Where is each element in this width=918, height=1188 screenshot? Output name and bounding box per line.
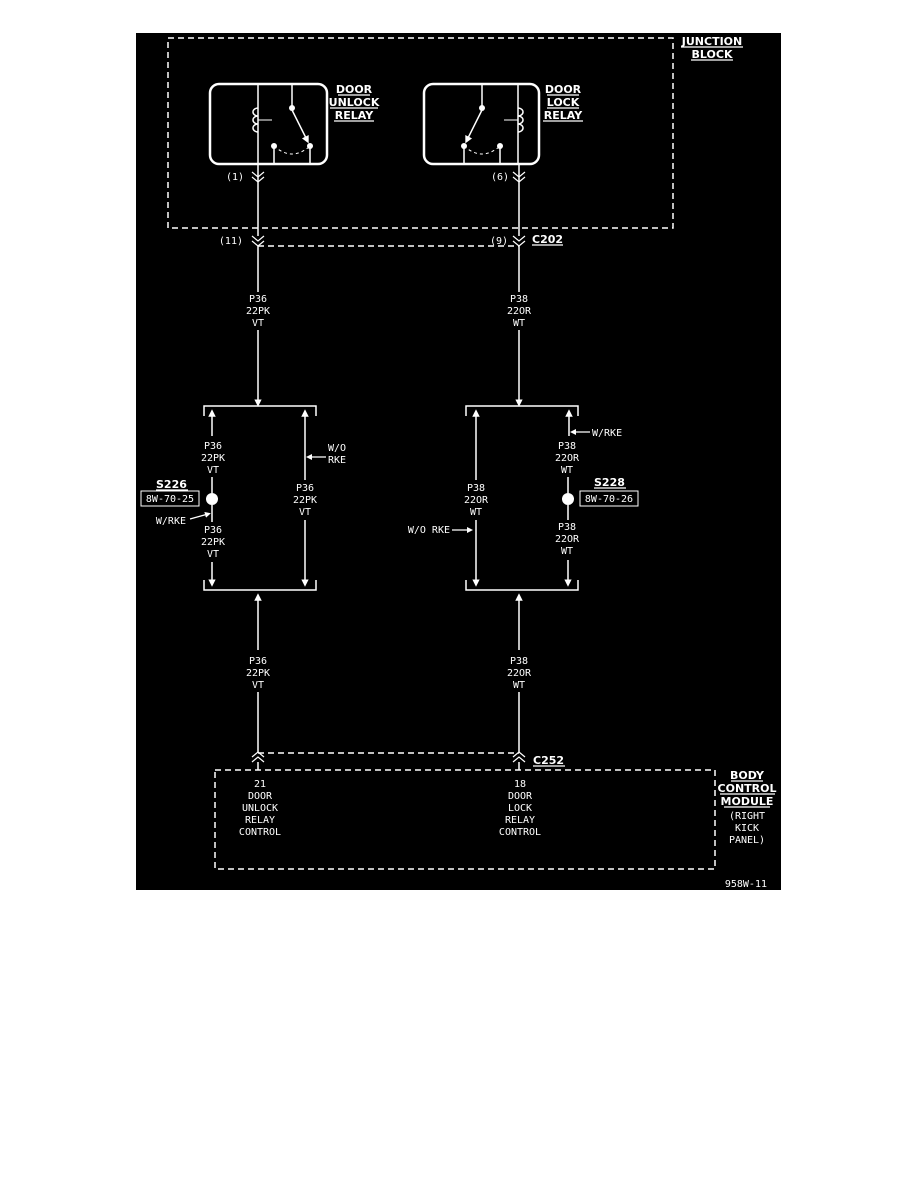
p36-upper-tracer: VT <box>252 318 264 329</box>
p36-upper-gauge: 22PK <box>246 306 270 317</box>
unlock-relay-title-1: DOOR <box>336 83 373 96</box>
c202-label: C202 <box>532 233 563 246</box>
s226-bottom-circuit: P36 <box>204 525 222 536</box>
s226-w-rke: W/RKE <box>156 516 186 527</box>
s226-label: S226 <box>156 478 187 491</box>
junction-block-title-2: BLOCK <box>692 48 733 61</box>
lock-relay-title-1: DOOR <box>545 83 582 96</box>
s228-wo-rke: W/O RKE <box>408 525 450 536</box>
bcm-title-2: CONTROL <box>718 782 777 795</box>
s228-label: S228 <box>594 476 625 489</box>
s228-ref: 8W-70-26 <box>585 494 633 505</box>
p36-lower-tracer: VT <box>252 680 264 691</box>
lock-relay-pin: (6) <box>491 172 509 183</box>
unlock-relay-title-3: RELAY <box>335 109 374 122</box>
s228-top-circuit: P38 <box>558 441 576 452</box>
s228-left-gauge: 22OR <box>464 495 489 506</box>
bcm-pin-21-l1: DOOR <box>248 791 273 802</box>
door-unlock-relay: DOOR UNLOCK RELAY <box>208 82 380 166</box>
bcm-pin-21: 21 <box>254 779 266 790</box>
p38-upper-circuit: P38 <box>510 294 528 305</box>
junction-block-title-1: JUNCTION <box>681 35 742 48</box>
bcm-pin-21-l3: RELAY <box>245 815 275 826</box>
p38-lower-tracer: WT <box>513 680 525 691</box>
s228-left-tracer: WT <box>470 507 482 518</box>
bcm-title-3: MODULE <box>721 795 774 808</box>
s228-bottom-gauge: 22OR <box>555 534 580 545</box>
door-lock-relay: DOOR LOCK RELAY <box>422 82 583 166</box>
bcm-pin-18-l2: LOCK <box>508 803 532 814</box>
s226-splice: P36 22PK VT S226 8W-70-25 W/RKE P36 22PK… <box>140 405 346 591</box>
lock-relay-title-2: LOCK <box>547 96 580 109</box>
s226-wo-rke-2: RKE <box>328 455 346 466</box>
unlock-relay-title-2: UNLOCK <box>329 96 380 109</box>
bcm-pin-18-l1: DOOR <box>508 791 533 802</box>
s226-right-circuit: P36 <box>296 483 314 494</box>
bcm-title-1: BODY <box>730 769 765 782</box>
s226-bottom-gauge: 22PK <box>201 537 225 548</box>
s228-bottom-circuit: P38 <box>558 522 576 533</box>
s226-bottom-tracer: VT <box>207 549 219 560</box>
s228-top-gauge: 22OR <box>555 453 580 464</box>
p38-lower-circuit: P38 <box>510 656 528 667</box>
body-control-module: 21 DOOR UNLOCK RELAY CONTROL 18 DOOR LOC… <box>214 769 777 870</box>
splice-dot-icon <box>206 493 218 505</box>
bcm-pin-18-l3: RELAY <box>505 815 535 826</box>
p38-upper-tracer: WT <box>513 318 525 329</box>
unlock-relay-pin: (1) <box>226 172 244 183</box>
c252-label: C252 <box>533 754 564 767</box>
splice-dot-icon <box>562 493 574 505</box>
c202-connector: (11) (9) C202 <box>219 233 563 247</box>
figure-id: 958W-11 <box>725 879 767 890</box>
bcm-pin-21-l2: UNLOCK <box>242 803 278 814</box>
s226-top-gauge: 22PK <box>201 453 225 464</box>
connector-chevron-icon <box>512 751 526 763</box>
s226-right-tracer: VT <box>299 507 311 518</box>
p38-upper-gauge: 22OR <box>507 306 532 317</box>
c252-connector: C252 <box>251 751 565 770</box>
c202-pin-left: (11) <box>219 236 243 247</box>
relay-coil-icon <box>252 107 259 133</box>
p36-upper-circuit: P36 <box>249 294 267 305</box>
s228-splice: P38 22OR WT W/O RKE W/RKE P38 22OR WT S2… <box>408 405 639 591</box>
s228-bottom-tracer: WT <box>561 546 573 557</box>
p38-lower-gauge: 22OR <box>507 668 532 679</box>
p36-lower-gauge: 22PK <box>246 668 270 679</box>
s226-right-gauge: 22PK <box>293 495 317 506</box>
s228-left-circuit: P38 <box>467 483 485 494</box>
s226-ref: 8W-70-25 <box>146 494 194 505</box>
relay-coil-icon <box>517 107 524 133</box>
junction-block: JUNCTION BLOCK <box>167 35 743 229</box>
bcm-pin-21-l4: CONTROL <box>239 827 281 838</box>
connector-chevron-icon <box>251 751 265 763</box>
s226-top-circuit: P36 <box>204 441 222 452</box>
bcm-location-1: (RIGHT <box>729 811 765 822</box>
s226-wo-rke-1: W/O <box>328 443 346 454</box>
s226-top-tracer: VT <box>207 465 219 476</box>
diagram-background <box>136 33 781 890</box>
s228-top-tracer: WT <box>561 465 573 476</box>
p36-lower-circuit: P36 <box>249 656 267 667</box>
c202-pin-right: (9) <box>490 236 508 247</box>
bcm-pin-18: 18 <box>514 779 526 790</box>
bcm-location-2: KICK <box>735 823 759 834</box>
s228-w-rke: W/RKE <box>592 428 622 439</box>
bcm-pin-18-l4: CONTROL <box>499 827 541 838</box>
lock-relay-title-3: RELAY <box>544 109 583 122</box>
bcm-location-3: PANEL) <box>729 835 765 846</box>
